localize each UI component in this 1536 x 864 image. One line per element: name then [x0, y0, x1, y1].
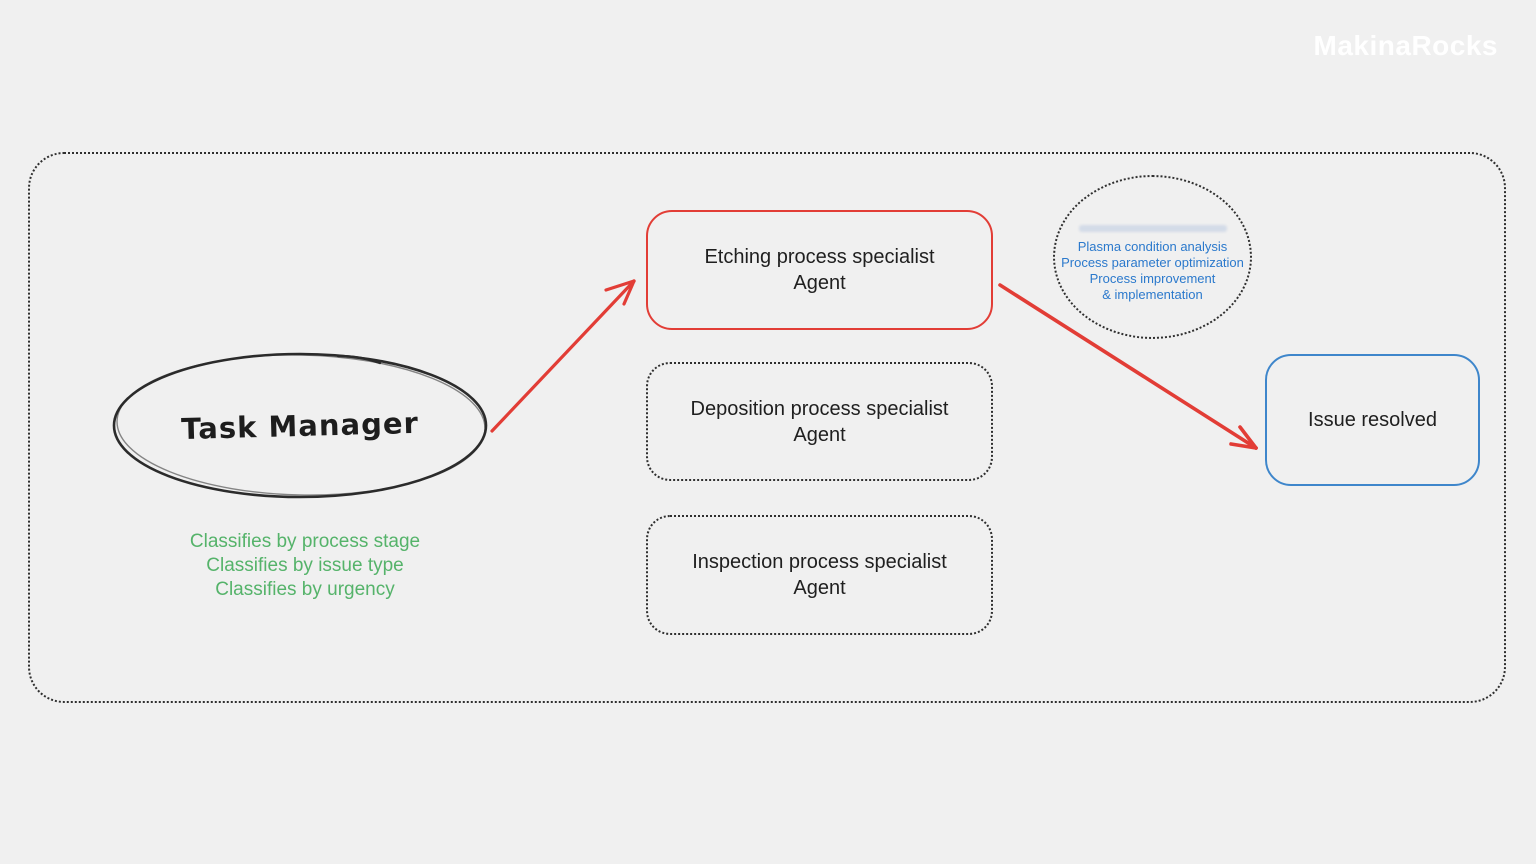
task-manager-label: Task Manager — [180, 405, 420, 446]
agent-node-etching: Etching process specialist Agent — [646, 210, 993, 330]
agent-label-line2: Agent — [793, 577, 846, 599]
agent-node-deposition: Deposition process specialist Agent — [646, 362, 993, 481]
diagram-boundary — [28, 152, 1506, 703]
agent-label-line2: Agent — [793, 423, 846, 446]
agent-label-line1: Deposition process specialist — [690, 397, 949, 420]
classification-note: Classifies by issue type — [206, 555, 404, 576]
capability-item: Process improvement — [1089, 271, 1216, 286]
capability-item: Process parameter optimization — [1061, 255, 1244, 270]
agent-label-line1: Etching process specialist — [704, 246, 935, 268]
classification-note: Classifies by urgency — [215, 579, 395, 600]
classification-notes: Classifies by process stage Classifies b… — [140, 530, 470, 602]
agent-node-inspection: Inspection process specialist Agent — [646, 515, 993, 635]
capability-item: & implementation — [1102, 287, 1203, 302]
makinarocks-logo: MakinaRocks — [1313, 30, 1498, 61]
issue-resolved-label: Issue resolved — [1308, 408, 1437, 431]
etching-capabilities-circle: Plasma condition analysis Process parame… — [1053, 175, 1252, 339]
agent-label-line2: Agent — [793, 272, 846, 294]
task-manager-node: Task Manager — [111, 348, 489, 503]
issue-resolved-node: Issue resolved — [1265, 354, 1480, 486]
faded-text-remnant — [1078, 225, 1227, 232]
agent-label-line1: Inspection process specialist — [692, 551, 947, 573]
capability-item: Plasma condition analysis — [1077, 239, 1228, 254]
classification-note: Classifies by process stage — [189, 531, 421, 552]
